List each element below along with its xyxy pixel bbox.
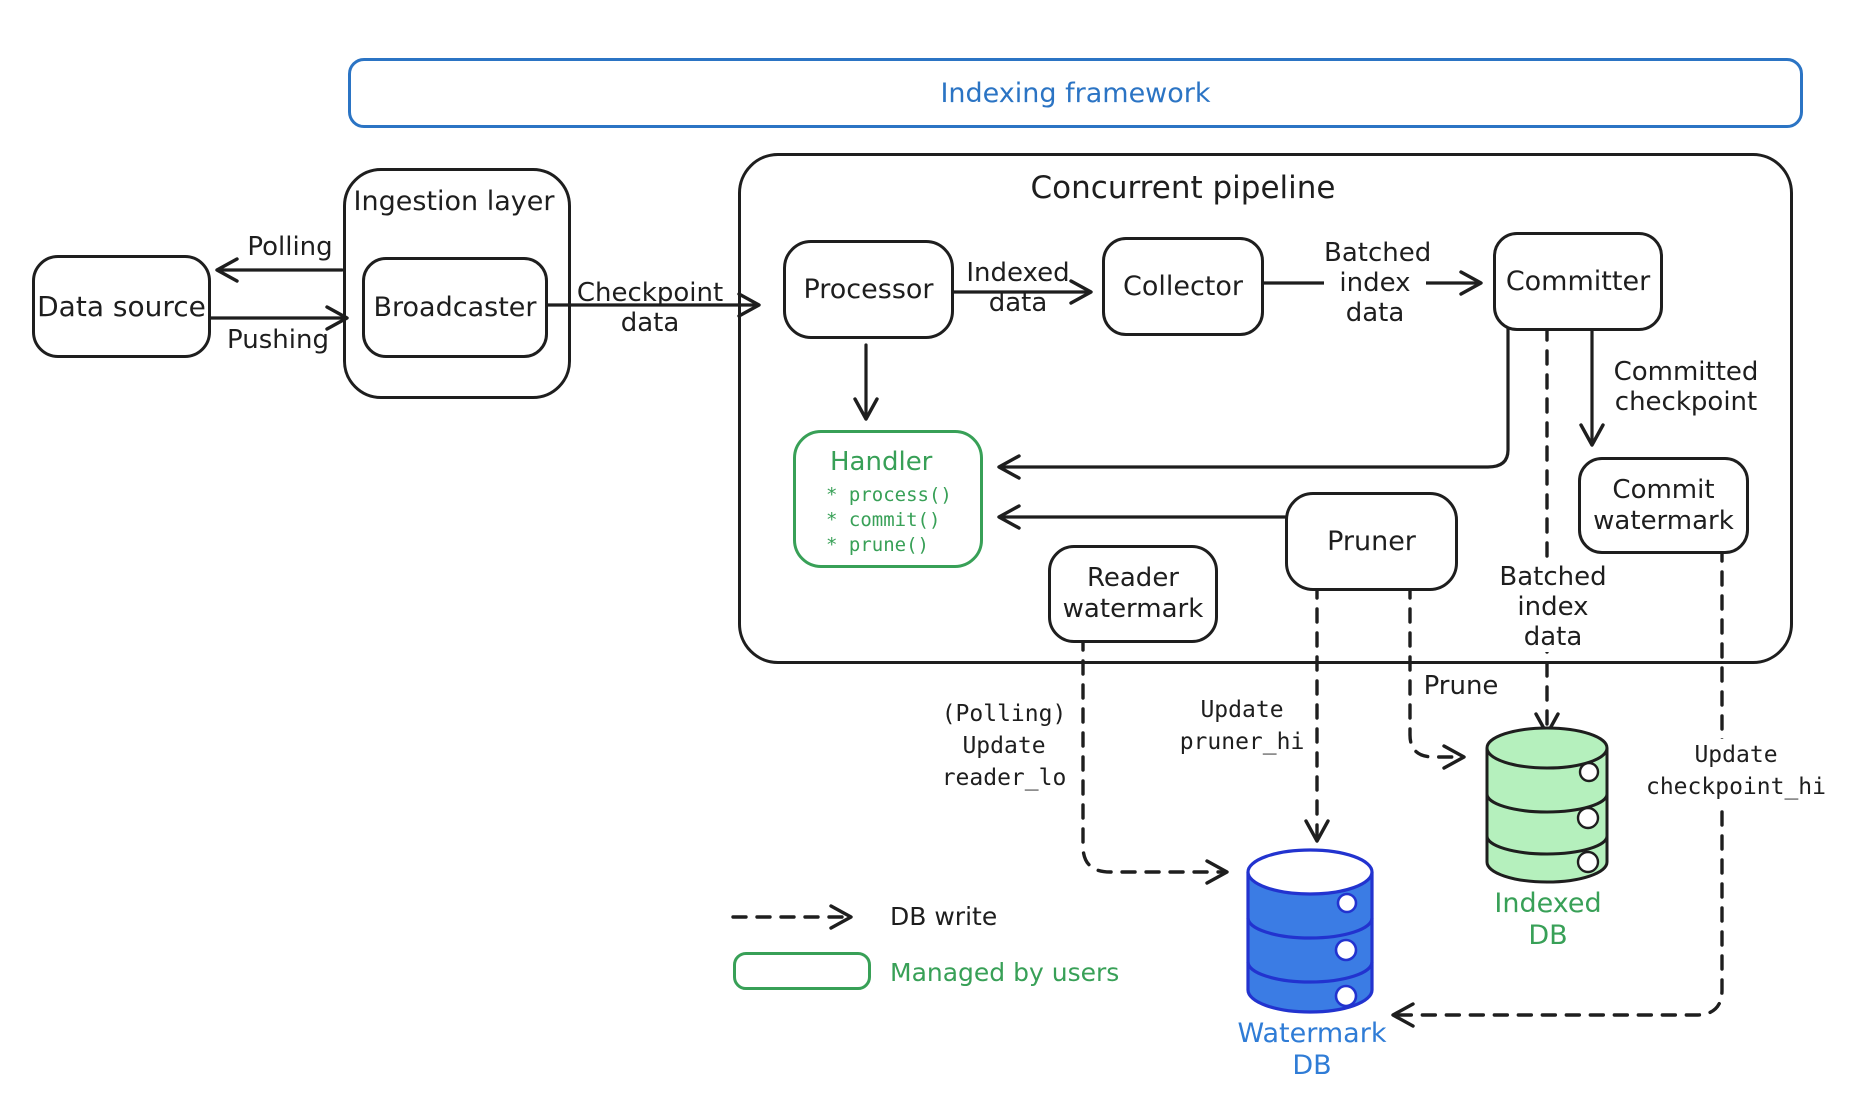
indexed-db-cylinder <box>1485 726 1609 884</box>
edge-label-batched-index-data-db: Batched index data <box>1489 562 1617 652</box>
node-broadcaster: Broadcaster <box>362 257 548 358</box>
pruner-label: Pruner <box>1327 526 1416 557</box>
handler-title: Handler <box>830 447 933 477</box>
node-commit-watermark: Commit watermark <box>1578 457 1749 554</box>
node-collector: Collector <box>1102 237 1264 336</box>
arrow-committer-to-handler <box>997 325 1510 480</box>
broadcaster-label: Broadcaster <box>373 292 537 323</box>
arrow-prune <box>1408 583 1466 770</box>
legend-managed-by-users-label: Managed by users <box>890 958 1120 987</box>
commit-watermark-label: Commit watermark <box>1593 474 1734 536</box>
handler-method-commit: * commit() <box>826 509 941 531</box>
node-processor: Processor <box>783 240 954 339</box>
watermark-db-cylinder <box>1246 848 1374 1014</box>
processor-label: Processor <box>803 274 934 305</box>
edge-label-update-checkpoint-hi: Update checkpoint_hi <box>1638 739 1834 803</box>
edge-label-update-pruner-hi: Update pruner_hi <box>1179 697 1305 755</box>
edge-label-prune: Prune <box>1423 671 1499 701</box>
ingestion-layer-box <box>343 168 571 399</box>
handler-method-prune: * prune() <box>826 534 929 556</box>
edge-label-batched-index-data: Batched index data <box>1324 238 1432 328</box>
arrow-update-reader-lo <box>1081 635 1229 885</box>
collector-label: Collector <box>1122 271 1244 302</box>
concurrent-pipeline-box <box>738 153 1793 664</box>
node-data-source: Data source <box>32 255 211 358</box>
ingestion-layer-title: Ingestion layer <box>353 186 555 217</box>
arrow-update-checkpoint-hi <box>1391 546 1724 1028</box>
node-handler: Handler * process() * commit() * prune() <box>793 430 983 568</box>
edge-label-pushing: Pushing <box>227 325 329 355</box>
concurrent-pipeline-title: Concurrent pipeline <box>1030 170 1336 206</box>
indexing-framework-banner: Indexing framework <box>348 58 1803 128</box>
reader-watermark-label: Reader watermark <box>1062 563 1204 624</box>
indexed-db-label: Indexed DB <box>1494 888 1602 951</box>
data-source-label: Data source <box>37 290 206 323</box>
legend-db-write-label: DB write <box>890 902 998 931</box>
edge-label-polling: Polling <box>247 232 333 262</box>
legend-managed-by-users-box <box>733 952 871 990</box>
edge-label-indexed-data: Indexed data <box>966 258 1070 318</box>
edge-label-committed-checkpoint: Committed checkpoint <box>1613 357 1759 417</box>
committer-label: Committer <box>1505 266 1651 297</box>
watermark-db-label: Watermark DB <box>1237 1018 1387 1081</box>
node-reader-watermark: Reader watermark <box>1048 545 1218 643</box>
node-committer: Committer <box>1493 232 1663 331</box>
edge-label-update-reader-lo: (Polling) Update reader_lo <box>941 701 1067 791</box>
node-pruner: Pruner <box>1285 492 1458 591</box>
indexing-framework-title: Indexing framework <box>940 77 1211 109</box>
handler-method-process: * process() <box>826 484 952 506</box>
edge-label-checkpoint-data: Checkpoint data <box>576 278 724 338</box>
